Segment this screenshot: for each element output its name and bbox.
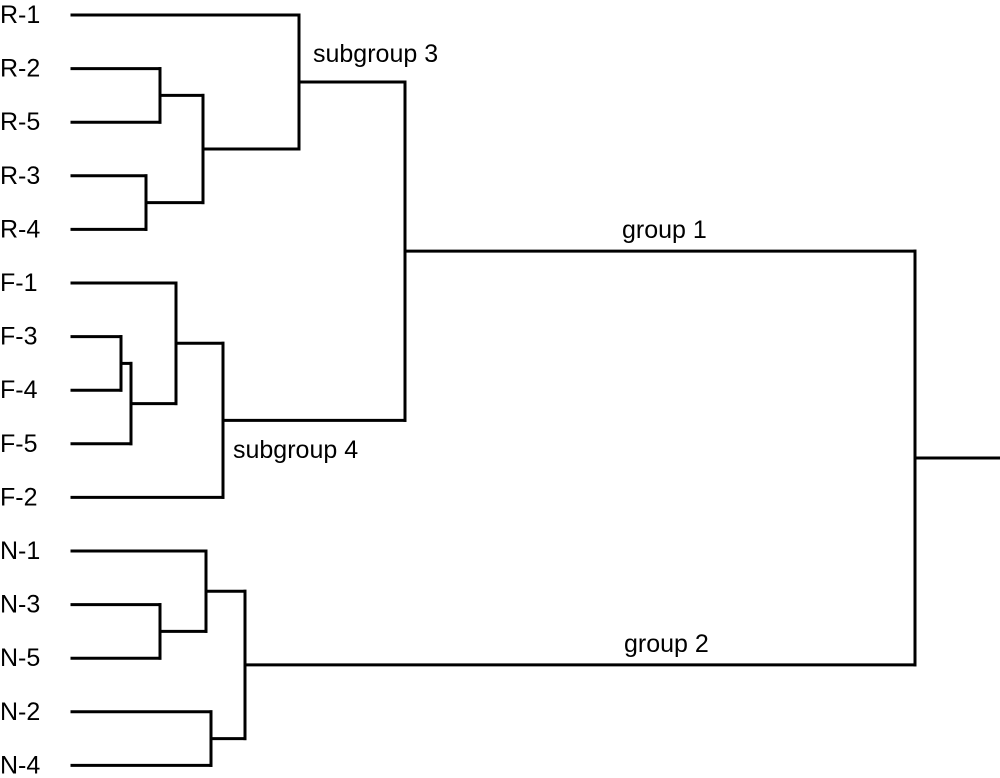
group-1-label: group 1 xyxy=(622,216,707,244)
group-2-label: group 2 xyxy=(624,630,709,658)
leaf-label: F-3 xyxy=(0,323,38,351)
leaf-label: F-5 xyxy=(0,430,38,458)
leaf-label: R-4 xyxy=(0,215,40,243)
leaf-label: N-5 xyxy=(0,644,40,672)
leaf-label: R-3 xyxy=(0,162,40,190)
leaf-label: F-4 xyxy=(0,376,38,404)
leaf-labels: R-1R-2R-5R-3R-4F-1F-3F-4F-5F-2N-1N-3N-5N… xyxy=(0,1,40,778)
leaf-label: R-2 xyxy=(0,55,40,83)
leaf-label: F-2 xyxy=(0,483,38,511)
cluster-labels: subgroup 3 subgroup 4 group 1 group 2 xyxy=(233,40,709,658)
leaf-label: N-2 xyxy=(0,698,40,726)
dendrogram-branches xyxy=(70,13,1000,767)
leaf-label: N-1 xyxy=(0,537,40,565)
subgroup-3-label: subgroup 3 xyxy=(313,40,438,68)
leaf-label: N-4 xyxy=(0,751,40,778)
leaf-label: R-5 xyxy=(0,108,40,136)
leaf-label: N-3 xyxy=(0,591,40,619)
subgroup-4-label: subgroup 4 xyxy=(233,436,358,464)
leaf-label: R-1 xyxy=(0,1,40,29)
leaf-label: F-1 xyxy=(0,269,38,297)
